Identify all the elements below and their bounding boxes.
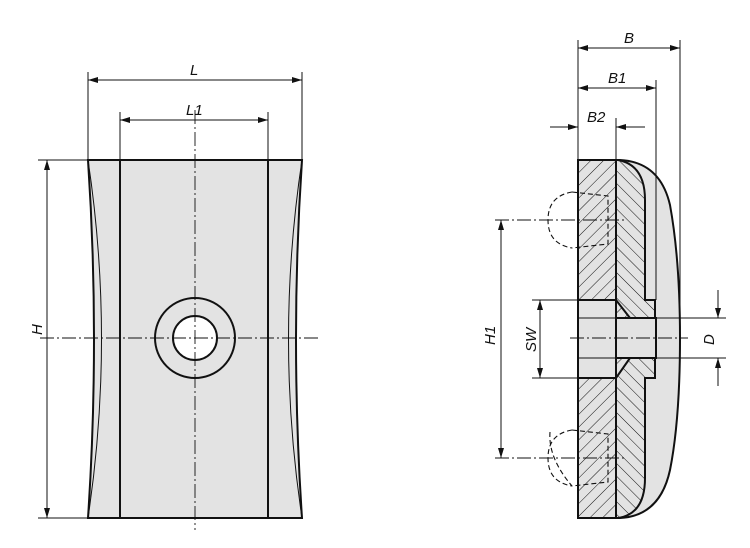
label-H: H	[29, 324, 46, 335]
right-curve	[288, 159, 303, 519]
label-SW: SW	[523, 326, 540, 352]
label-B1: B1	[608, 70, 626, 87]
label-B2: B2	[587, 109, 606, 126]
label-B: B	[624, 30, 634, 47]
label-L1: L1	[186, 102, 203, 119]
left-curve	[87, 159, 102, 519]
side-view: B B1 B2 H1 SW D	[482, 30, 726, 519]
label-L: L	[190, 62, 198, 79]
hex-socket	[577, 299, 617, 379]
label-H1: H1	[482, 326, 499, 345]
stud-bottom	[549, 431, 573, 487]
front-view: L L1 H	[29, 62, 320, 530]
label-D: D	[701, 334, 718, 345]
